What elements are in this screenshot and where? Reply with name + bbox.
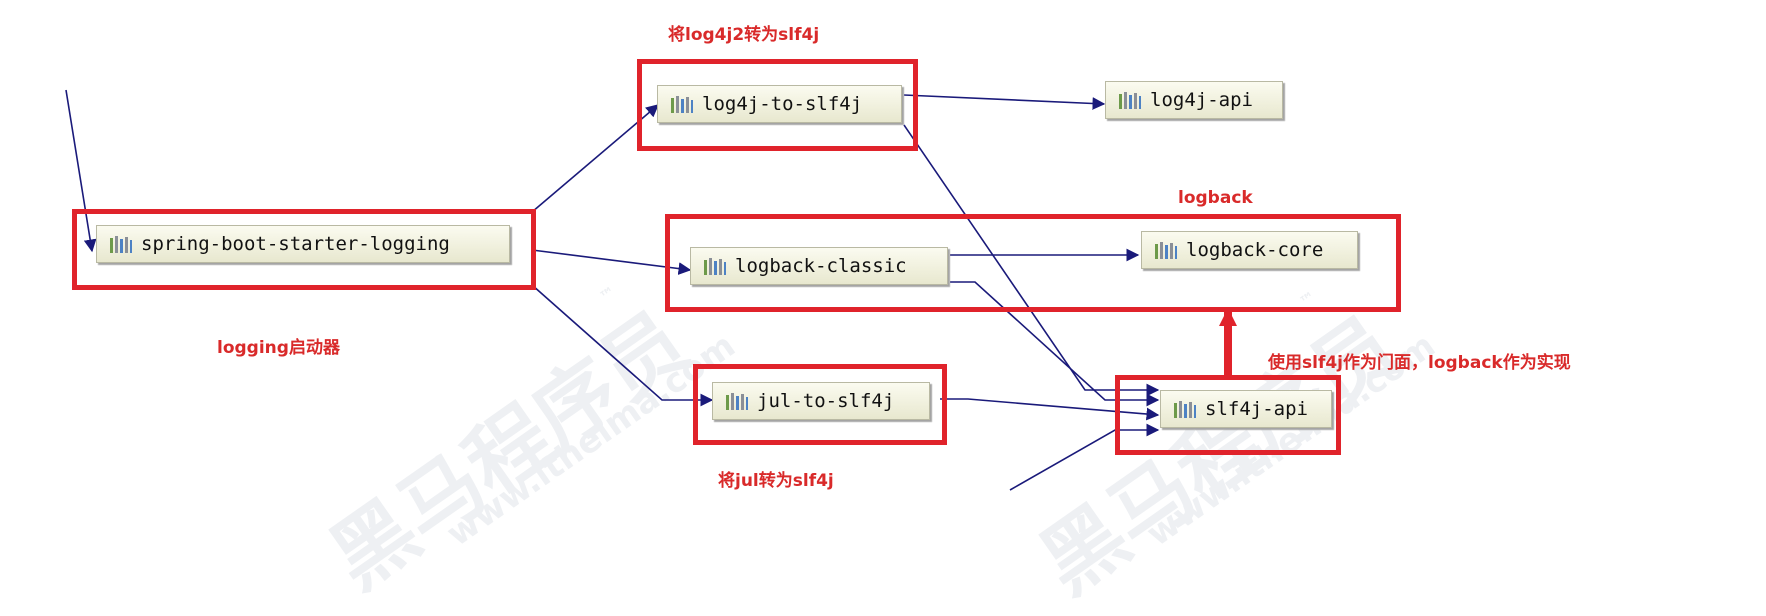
node-log4j-to-slf4j[interactable]: log4j-to-slf4j [657, 85, 902, 123]
library-icon [1119, 92, 1141, 109]
annotation-log4j2-to-slf4j: 将log4j2转为slf4j [668, 25, 820, 45]
node-logback-core[interactable]: logback-core [1141, 231, 1358, 269]
node-label: logback-core [1186, 239, 1324, 261]
node-label: log4j-api [1150, 89, 1253, 111]
arrow-log4j-to-slf4j-to-slf4j-api [903, 124, 1160, 397]
library-icon [671, 96, 693, 113]
library-icon [1155, 242, 1177, 259]
highlight-slf4j-api [1115, 375, 1341, 455]
node-label: slf4j-api [1205, 398, 1308, 420]
highlight-starter [72, 209, 536, 290]
library-icon [704, 258, 726, 275]
logback-connector-arrowhead [1219, 308, 1237, 326]
node-log4j-api[interactable]: log4j-api [1105, 81, 1283, 119]
annotation-jul-to-slf4j: 将jul转为slf4j [718, 471, 834, 491]
annotation-facade-impl: 使用slf4j作为门面，logback作为实现 [1268, 353, 1571, 373]
library-icon [726, 393, 748, 410]
highlight-jul-to-slf4j [693, 364, 947, 445]
arrow-jul-to-slf4j-to-slf4j-api [940, 398, 1160, 421]
node-logback-classic[interactable]: logback-classic [690, 247, 948, 285]
node-jul-to-slf4j[interactable]: jul-to-slf4j [712, 382, 930, 420]
node-label: logback-classic [735, 255, 907, 277]
node-label: spring-boot-starter-logging [141, 233, 450, 255]
library-icon [110, 236, 132, 253]
library-icon [1174, 401, 1196, 418]
node-slf4j-api[interactable]: slf4j-api [1160, 390, 1332, 428]
arrow-logback-classic-to-slf4j-api [950, 281, 1160, 407]
incoming-arrow [65, 89, 97, 253]
node-label: log4j-to-slf4j [702, 93, 863, 115]
node-label: jul-to-slf4j [757, 390, 895, 412]
highlight-log4j-to-slf4j [637, 59, 918, 151]
arrow-log4j-to-slf4j-to-log4j-api [903, 94, 1106, 110]
node-spring-boot-starter-logging[interactable]: spring-boot-starter-logging [96, 225, 510, 263]
annotation-logging-starter: logging启动器 [217, 338, 340, 358]
arrow-starter-to-logback-classic [531, 249, 692, 275]
annotation-logback: logback [1178, 188, 1253, 208]
highlight-logback-group [665, 214, 1401, 312]
dependency-arrows [65, 89, 1237, 491]
